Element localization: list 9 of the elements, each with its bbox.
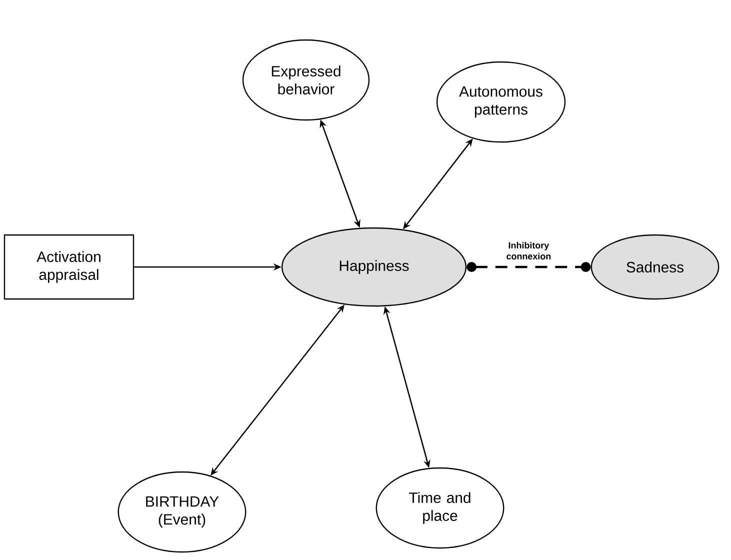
- connector: [466, 262, 591, 272]
- oval-node: Sadness: [590, 234, 720, 300]
- oval-node: Expressed behavior: [242, 39, 370, 121]
- oval-node: Happiness: [281, 227, 467, 307]
- oval-node: Autonomous patterns: [436, 61, 566, 143]
- edge-label: Inhibitory connexion: [506, 242, 551, 260]
- process-box: Activation appraisal: [4, 234, 134, 300]
- oval-node: BIRTHDAY (Event): [118, 471, 246, 553]
- oval-node: Time and place: [376, 467, 504, 549]
